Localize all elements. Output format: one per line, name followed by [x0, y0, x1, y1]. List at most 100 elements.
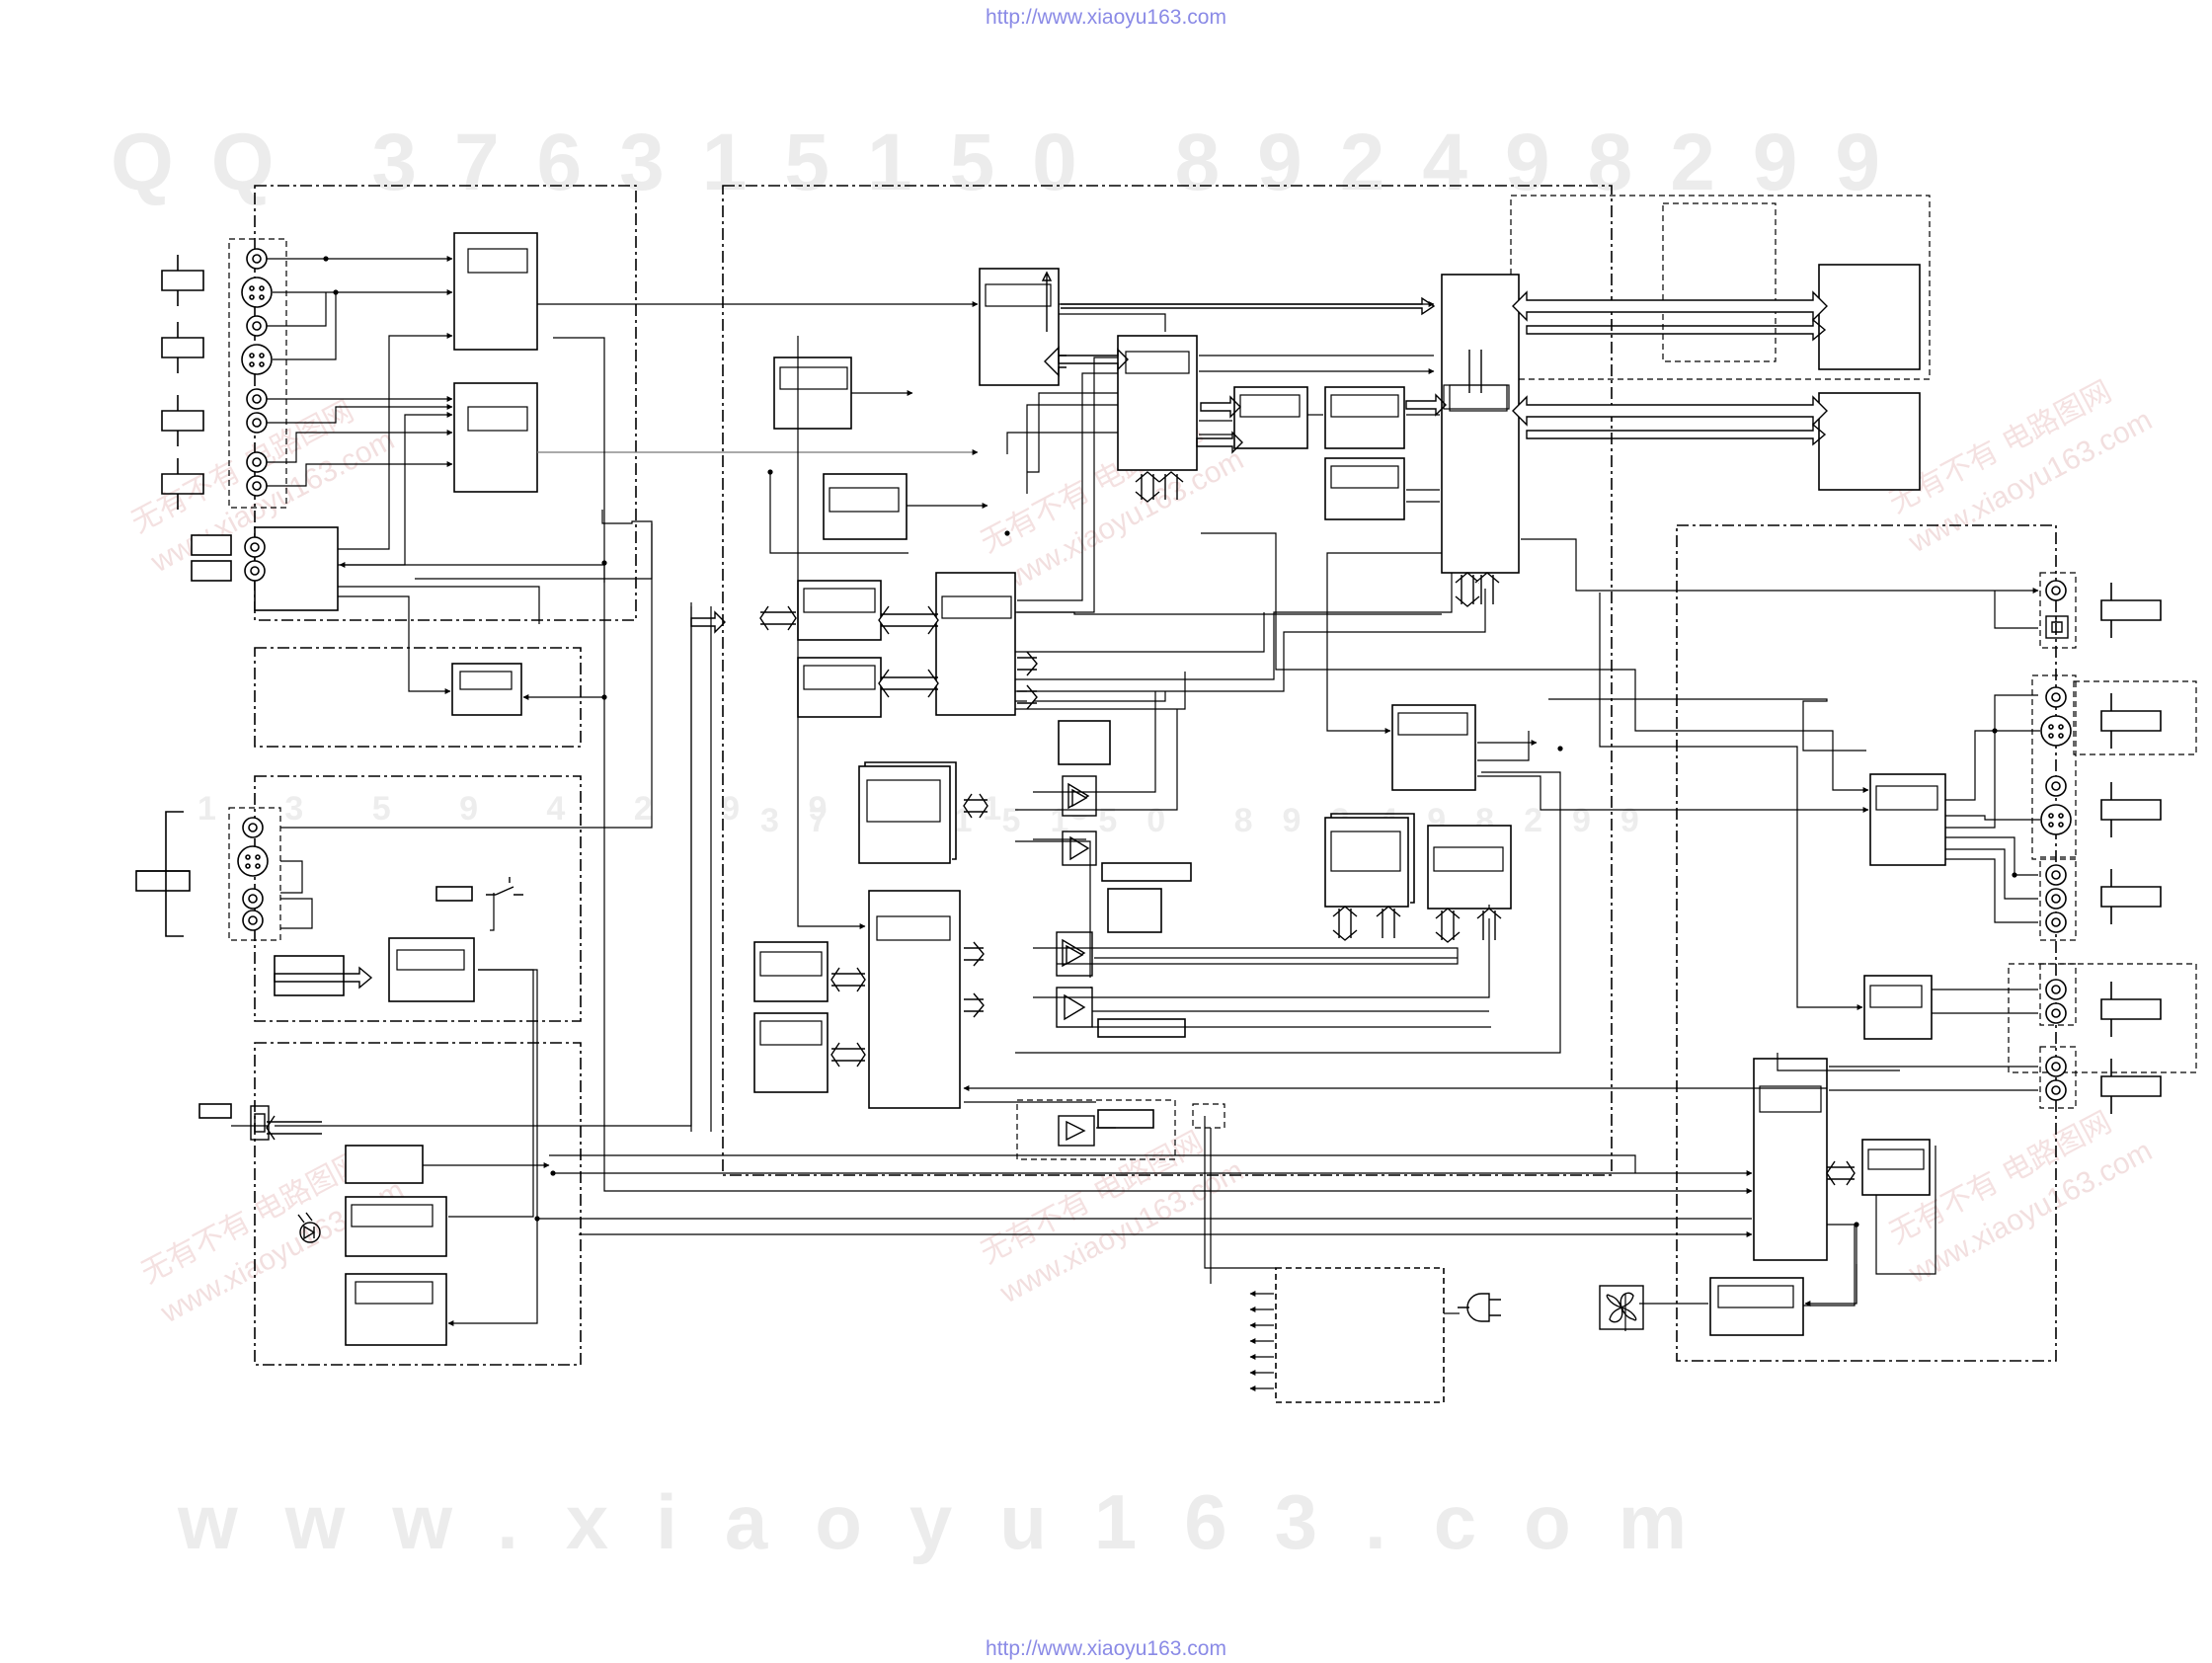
fan-icon	[1599, 1285, 1644, 1330]
block-mem-4	[753, 1012, 829, 1093]
jack	[246, 412, 268, 434]
block-rom-1	[1233, 386, 1308, 449]
block-label-front	[135, 870, 191, 892]
device-brackets	[136, 255, 2162, 1114]
jack	[2045, 686, 2067, 708]
block-label-a	[1101, 862, 1192, 882]
svideo-jack	[2040, 804, 2072, 835]
block-small-right	[1107, 888, 1162, 933]
jack	[2045, 979, 2067, 1000]
stack-shadows	[864, 761, 1415, 904]
block-mem-3	[753, 941, 829, 1002]
block-label-usb	[198, 1103, 232, 1119]
block-osc	[773, 356, 852, 430]
usb-connector-icon	[250, 1105, 270, 1141]
block-decoder	[979, 268, 1060, 386]
jack	[242, 817, 264, 838]
bus-arrows	[266, 271, 1856, 1186]
block-label-b	[1097, 1018, 1186, 1038]
svideo-jack	[237, 845, 269, 877]
plug-icon	[1458, 1293, 1501, 1322]
jack-group-r2	[2031, 674, 2077, 860]
block-output-sel	[1869, 773, 1946, 866]
signal-wires	[231, 256, 2040, 1391]
junctions	[323, 256, 2017, 1227]
sub-outlines	[228, 195, 2197, 1160]
stamp-watermarks: 无有不有 电路图网 www.xiaoyu163.com 无有不有 电路图网 ww…	[125, 374, 2157, 1330]
block-small-square	[1058, 720, 1111, 765]
jack	[246, 388, 268, 410]
block-control-1	[345, 1145, 424, 1184]
svideo-jack	[241, 277, 273, 308]
block-input-select	[254, 526, 339, 611]
block-label-left-1	[191, 534, 232, 556]
jack	[242, 910, 264, 931]
output-frame-1	[2073, 680, 2197, 755]
jack	[2045, 911, 2067, 933]
jack	[2045, 888, 2067, 910]
jack-group-r5	[2039, 1046, 2077, 1109]
board-output-right	[1676, 524, 2057, 1362]
block-fan-ctrl	[1709, 1277, 1804, 1336]
block-memory-2	[797, 657, 882, 718]
switch-icon	[486, 877, 523, 896]
block-dsp	[935, 572, 1016, 716]
block-rom-2	[1324, 386, 1405, 449]
optical-out-icon	[2045, 615, 2069, 639]
jack-group-r4	[2039, 963, 2077, 1026]
board-drive	[1662, 202, 1777, 362]
svideo-jacks	[237, 277, 2072, 877]
block-drive-b	[1818, 392, 1921, 491]
jack	[2045, 1056, 2067, 1077]
svideo-jack	[241, 344, 273, 375]
board-top-right	[1510, 195, 1931, 380]
header-url[interactable]: http://www.xiaoyu163.com	[986, 6, 1226, 29]
jack	[2045, 775, 2067, 797]
block-rom-3	[1324, 457, 1405, 520]
block-drive-a	[1818, 264, 1921, 370]
block-sdram-stack	[858, 765, 951, 864]
block-eeprom	[823, 473, 908, 540]
board-front-control	[254, 1042, 582, 1366]
jack	[246, 475, 268, 497]
jack	[2045, 1002, 2067, 1024]
footer-url[interactable]: http://www.xiaoyu163.com	[986, 1637, 1226, 1660]
block-audio-dsp	[868, 890, 961, 1109]
jack	[2045, 580, 2067, 601]
jack	[2045, 864, 2067, 886]
watermark-digits-top: QQ 376315150 892498299	[111, 118, 1919, 207]
jack-group-front	[228, 807, 281, 941]
block-label-left-2	[191, 560, 232, 582]
block-front-display	[274, 955, 345, 996]
watermark-site-bottom: www.xiaoyu163.com	[178, 1478, 1735, 1565]
board-power	[1275, 1267, 1445, 1403]
rca-jacks	[242, 248, 2067, 1101]
jack-group-left	[228, 238, 287, 509]
blocks	[135, 232, 1946, 1402]
block-adc	[1427, 825, 1512, 910]
block-input-switch-a	[453, 232, 538, 351]
led-icon	[297, 1212, 321, 1243]
jack	[244, 560, 266, 582]
jack-group-r1	[2039, 572, 2077, 649]
board-front-input	[254, 775, 582, 1022]
block-power-supply	[1276, 1268, 1444, 1402]
output-frame-2	[2008, 963, 2197, 1073]
jack	[244, 536, 266, 558]
svideo-jack	[2040, 715, 2072, 747]
jack	[2045, 1079, 2067, 1101]
block-fan-driver	[1861, 1139, 1931, 1196]
connector-small	[1192, 1103, 1225, 1129]
block-label-c	[1097, 1109, 1154, 1129]
block-flash-stack	[1324, 817, 1409, 908]
block-control-3	[345, 1273, 447, 1346]
jack	[246, 451, 268, 473]
jack	[242, 888, 264, 910]
block-main-cpu	[1441, 274, 1520, 574]
block-video-out-a	[1391, 704, 1476, 791]
board-main	[722, 185, 1613, 1176]
block-memory-1	[797, 580, 882, 641]
misc-symbols	[250, 615, 2069, 1330]
block-av-decoder	[1117, 335, 1198, 471]
